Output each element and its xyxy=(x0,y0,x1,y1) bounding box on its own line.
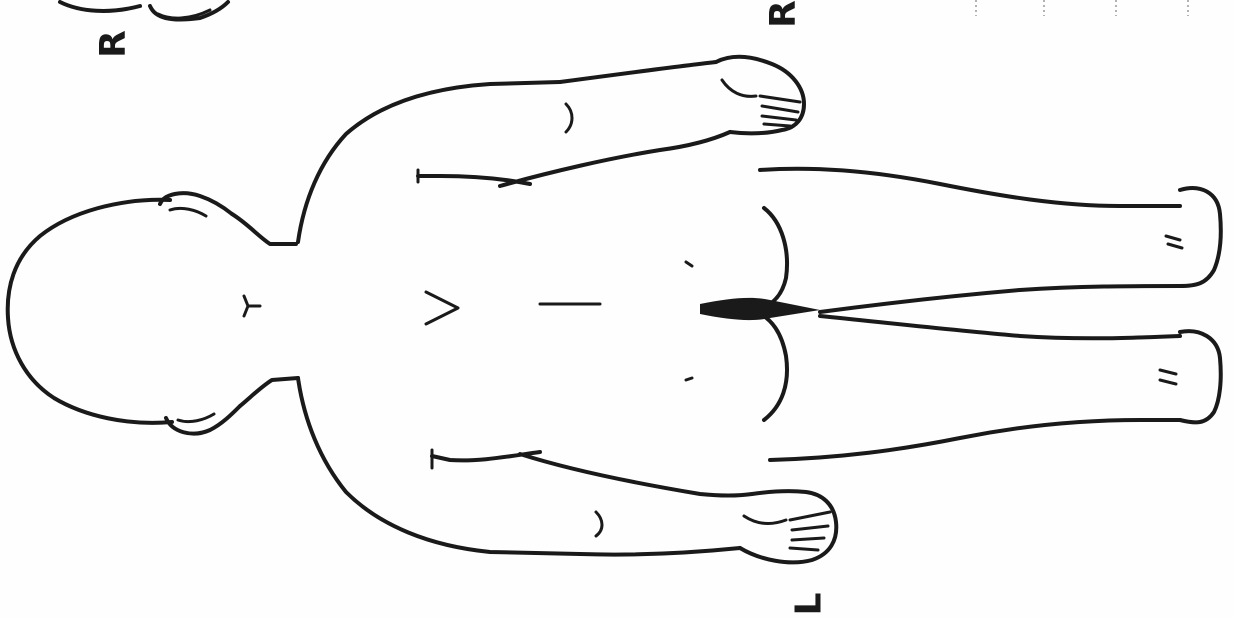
side-label-right-remnant: R xyxy=(96,30,132,58)
arm-left-outline xyxy=(520,454,836,562)
partial-hand-outline xyxy=(60,2,228,20)
leg-lower-outline xyxy=(770,316,1221,460)
arm-right-outline xyxy=(500,57,804,186)
side-label-left: L xyxy=(791,593,827,616)
leg-upper-outline xyxy=(760,169,1221,312)
buttocks-outline xyxy=(700,208,820,420)
side-label-right: R xyxy=(766,0,802,28)
head-outline xyxy=(8,193,298,433)
dotted-marks xyxy=(976,0,1188,16)
